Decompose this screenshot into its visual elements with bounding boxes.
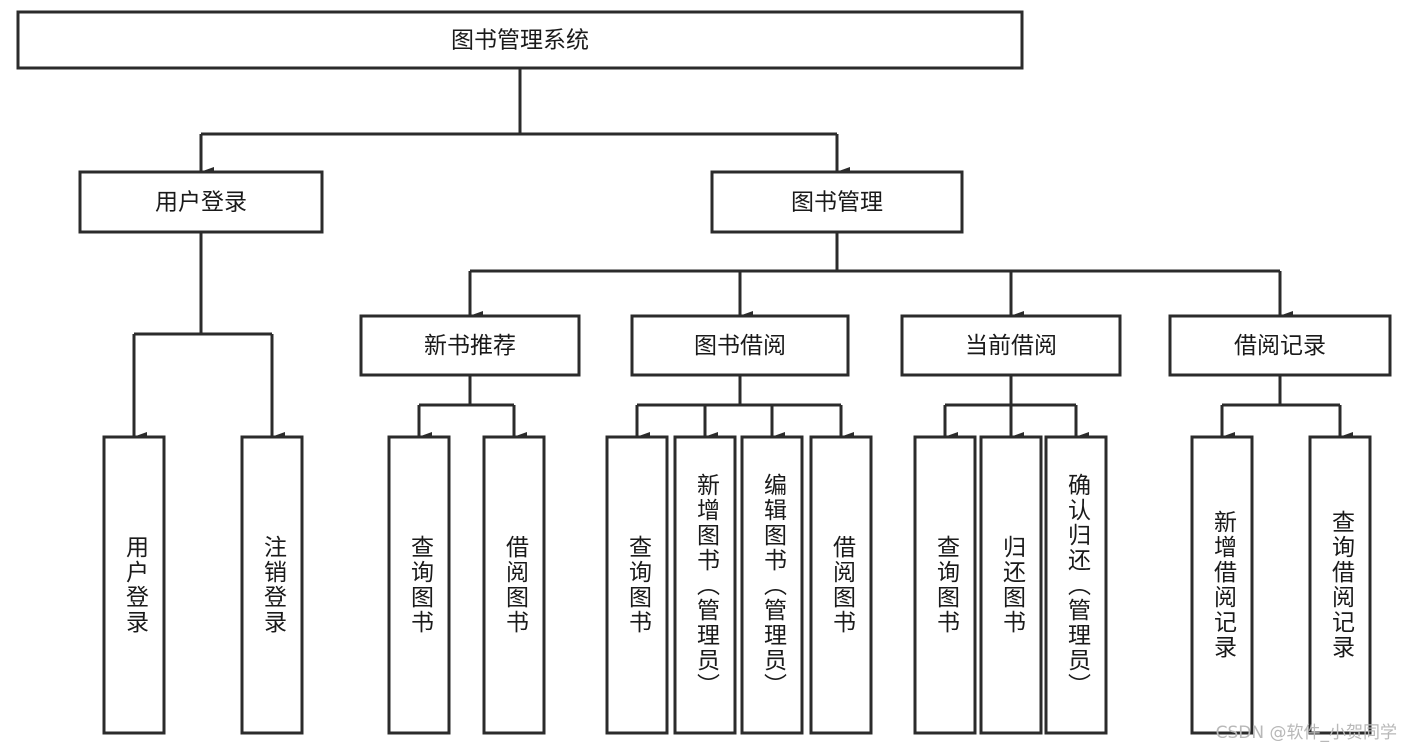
- leaf-box-11-rect[interactable]: [1190, 435, 1254, 735]
- node-l3-1[interactable]: 图书借阅: [630, 314, 850, 377]
- node-l3-1-label: 图书借阅: [694, 333, 786, 359]
- node-root-图书管理系统[interactable]: 图书管理系统: [16, 10, 1024, 70]
- node-l3-2-rect[interactable]: [900, 314, 1122, 377]
- leaf-box-0-rect[interactable]: [102, 435, 166, 735]
- node-l2-0[interactable]: 用户登录: [78, 170, 324, 234]
- leaf-box-8[interactable]: [913, 435, 977, 735]
- leaf-box-3-rect[interactable]: [482, 435, 546, 735]
- leaf-box-12[interactable]: [1308, 435, 1372, 735]
- node-l3-0-rect[interactable]: [359, 314, 581, 377]
- leaf-box-4-rect[interactable]: [605, 435, 669, 735]
- leaf-box-1-rect[interactable]: [240, 435, 304, 735]
- node-root-图书管理系统-rect[interactable]: [16, 10, 1024, 70]
- node-l3-2[interactable]: 当前借阅: [900, 314, 1122, 377]
- connector-layer: [132, 68, 1353, 442]
- leaf-box-10-rect[interactable]: [1044, 435, 1108, 735]
- node-root-图书管理系统-label: 图书管理系统: [451, 28, 589, 54]
- leaf-box-9[interactable]: [979, 435, 1043, 735]
- leaf-box-2-rect[interactable]: [387, 435, 451, 735]
- leaf-box-0[interactable]: [102, 435, 166, 735]
- leaf-box-2[interactable]: [387, 435, 451, 735]
- node-l2-1-label: 图书管理: [791, 190, 883, 216]
- leaf-box-1[interactable]: [240, 435, 304, 735]
- leaf-box-6-rect[interactable]: [740, 435, 804, 735]
- node-l3-3[interactable]: 借阅记录: [1168, 314, 1392, 377]
- node-l2-0-rect[interactable]: [78, 170, 324, 234]
- node-l3-3-label: 借阅记录: [1234, 333, 1326, 359]
- leaf-box-11[interactable]: [1190, 435, 1254, 735]
- leaf-box-9-rect[interactable]: [979, 435, 1043, 735]
- node-l2-1[interactable]: 图书管理: [710, 170, 964, 234]
- node-l3-3-rect[interactable]: [1168, 314, 1392, 377]
- leaf-box-12-rect[interactable]: [1308, 435, 1372, 735]
- leaf-box-10[interactable]: [1044, 435, 1108, 735]
- node-l3-1-rect[interactable]: [630, 314, 850, 377]
- leaf-box-6[interactable]: [740, 435, 804, 735]
- node-l3-0[interactable]: 新书推荐: [359, 314, 581, 377]
- node-l2-0-label: 用户登录: [155, 190, 247, 216]
- leaf-box-8-rect[interactable]: [913, 435, 977, 735]
- node-l2-1-rect[interactable]: [710, 170, 964, 234]
- leaf-box-5[interactable]: [673, 435, 737, 735]
- node-l3-2-label: 当前借阅: [965, 333, 1057, 359]
- leaf-box-7-rect[interactable]: [809, 435, 873, 735]
- watermark-text: CSDN @软件_小贺同学: [1215, 723, 1397, 743]
- leaf-box-7[interactable]: [809, 435, 873, 735]
- node-l3-0-label: 新书推荐: [424, 333, 516, 359]
- leaf-box-5-rect[interactable]: [673, 435, 737, 735]
- leaf-box-3[interactable]: [482, 435, 546, 735]
- leaf-box-4[interactable]: [605, 435, 669, 735]
